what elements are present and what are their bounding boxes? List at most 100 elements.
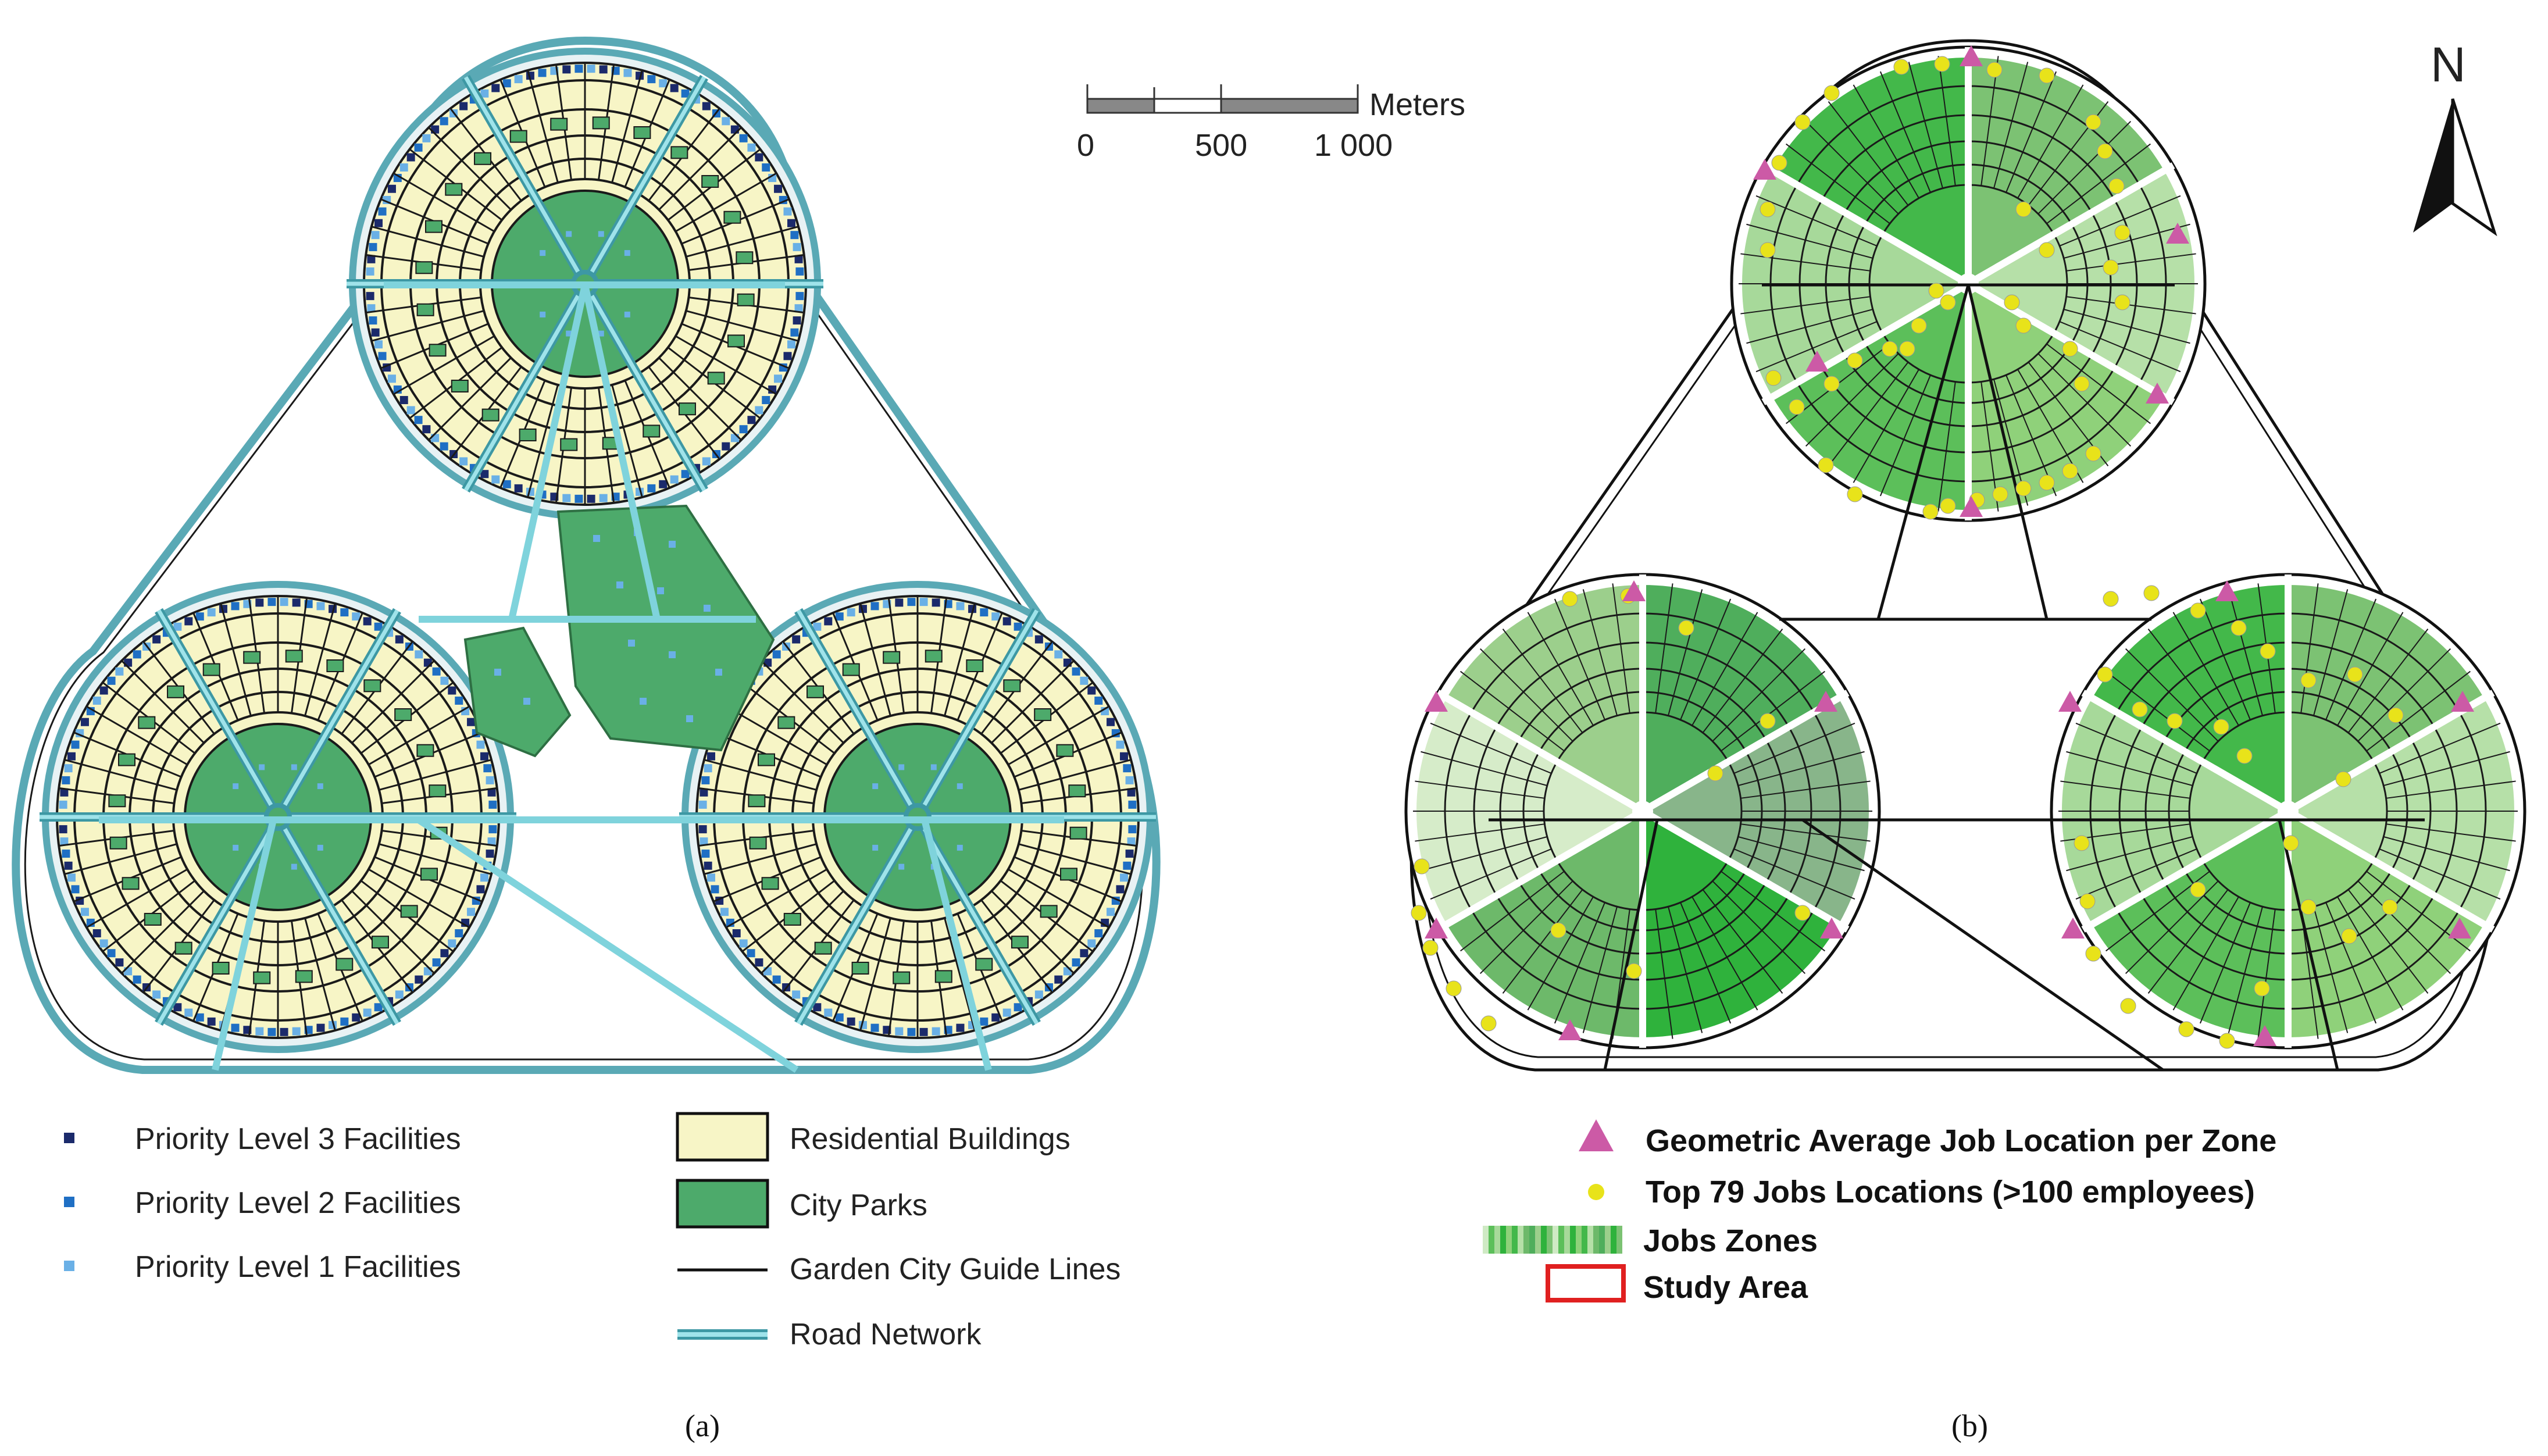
job-location-point (2062, 341, 2078, 357)
avg-job-swatch (1579, 1119, 1614, 1151)
legend-priority-2: Priority Level 2 Facilities (135, 1186, 461, 1220)
job-location-point (1992, 486, 2008, 502)
job-location-point (2097, 143, 2113, 159)
road-network-connectors (99, 281, 1064, 1073)
job-location-point (2085, 114, 2101, 130)
legend-job-zones: Jobs Zones (1643, 1223, 1818, 1258)
legend-parks: City Parks (790, 1189, 927, 1222)
avg-job-location-point (2061, 918, 2085, 938)
job-location-point (1678, 620, 1694, 636)
job-location-point (2085, 945, 2101, 962)
job-location-point (2382, 899, 2398, 915)
job-location-point (1765, 370, 1782, 386)
job-location-point (1893, 59, 1910, 75)
job-location-point (2074, 835, 2090, 851)
job-location-point (1562, 591, 1578, 607)
job-location-point (1480, 1015, 1497, 1032)
job-location-point (1940, 498, 1956, 514)
scale-tick-0: 0 (1077, 128, 1094, 163)
avg-job-location-point (1820, 918, 1843, 938)
job-location-point (2039, 474, 2055, 491)
avg-job-location-point (1805, 351, 1829, 372)
job-location-point (1760, 201, 1776, 217)
job-location-point (2341, 928, 2357, 944)
job-location-point (1823, 85, 1840, 101)
job-location-point (1928, 283, 1944, 299)
job-location-point (1794, 114, 1811, 130)
job-location-point (1771, 155, 1787, 171)
job-location-point (2108, 178, 2125, 194)
legend-avg-job: Geometric Average Job Location per Zone (1646, 1123, 2276, 1158)
job-location-point (1789, 399, 1805, 415)
job-location-point (1922, 504, 1939, 520)
avg-job-location-point (1425, 918, 1448, 938)
connector-lines (1489, 283, 2425, 1072)
avg-job-location-point (2253, 1025, 2276, 1046)
panel-b-map: N Geometric Average Job Location per Zon… (1404, 37, 2526, 1443)
job-location-point (1414, 858, 1430, 875)
job-location-point (2178, 1021, 2194, 1037)
job-location-point (2015, 317, 2032, 334)
job-location-point (1847, 486, 1863, 502)
legend-roads: Road Network (790, 1318, 982, 1351)
job-location-point (2103, 591, 2119, 607)
job-location-point (2015, 480, 2032, 497)
job-location-point (2347, 666, 2363, 683)
job-location-point (1940, 294, 1956, 311)
job-city-b-3 (2050, 573, 2526, 1050)
residential-swatch (676, 1112, 769, 1162)
job-location-point (1794, 905, 1811, 921)
priority-1-swatch (64, 1261, 74, 1271)
avg-job-location-point (1960, 45, 1983, 66)
scale-bar: Meters 0 500 1 000 (1077, 84, 1465, 163)
avg-job-location-point (2451, 691, 2474, 712)
job-location-point (1986, 62, 2003, 78)
job-location-point (2062, 463, 2078, 479)
job-location-point (2114, 224, 2131, 241)
study-area-swatch (1546, 1264, 1626, 1302)
job-location-point (2114, 294, 2131, 311)
avg-job-location-point (2058, 691, 2082, 712)
job-location-point (2039, 67, 2055, 84)
legend-panel-a: Priority Level 3 Facilities Priority Lev… (64, 1112, 1120, 1351)
scale-tick-500: 500 (1195, 128, 1247, 163)
job-location-point (2097, 666, 2113, 683)
parks-swatch (676, 1179, 769, 1229)
job-location-point (1934, 56, 1950, 72)
central-park-small (463, 626, 572, 758)
job-location-point (2283, 835, 2299, 851)
job-location-point (1707, 765, 1723, 781)
job-location-point (1446, 980, 1462, 997)
avg-job-location-point (1622, 580, 1646, 601)
job-location-point (1823, 376, 1840, 392)
scale-bar-unit: Meters (1369, 87, 1465, 122)
job-location-point (1899, 341, 1915, 357)
job-location-point (1422, 940, 1439, 956)
north-arrow-left (2413, 99, 2453, 233)
job-location-point (1911, 317, 1927, 334)
job-location-point (2260, 643, 2276, 659)
caption-b: (b) (1951, 1408, 1988, 1443)
legend-study-area: Study Area (1643, 1270, 1808, 1305)
top-jobs-swatch (1588, 1184, 1604, 1200)
job-location-point (2015, 201, 2032, 217)
legend-priority-3: Priority Level 3 Facilities (135, 1122, 461, 1156)
avg-job-location-point (1425, 691, 1448, 712)
job-location-point (2085, 445, 2101, 462)
job-location-point (2079, 893, 2096, 909)
central-park-large (556, 504, 775, 752)
job-location-point (1626, 963, 1642, 979)
avg-job-location-point (2215, 580, 2239, 601)
job-location-point (2190, 602, 2206, 619)
job-location-point (1818, 457, 1834, 473)
priority-2-swatch (64, 1197, 74, 1207)
legend-top-jobs: Top 79 Jobs Locations (>100 employees) (1646, 1175, 2255, 1209)
panel-a-map: Meters 0 500 1 000 Priority Level 3 Faci… (12, 36, 1465, 1443)
legend-residential: Residential Buildings (790, 1122, 1070, 1156)
avg-job-location-point (2146, 383, 2169, 404)
caption-a: (a) (685, 1408, 720, 1443)
job-location-point (2300, 672, 2317, 688)
job-location-point (2143, 585, 2160, 601)
job-location-point (2335, 771, 2351, 787)
job-location-point (2300, 899, 2317, 915)
